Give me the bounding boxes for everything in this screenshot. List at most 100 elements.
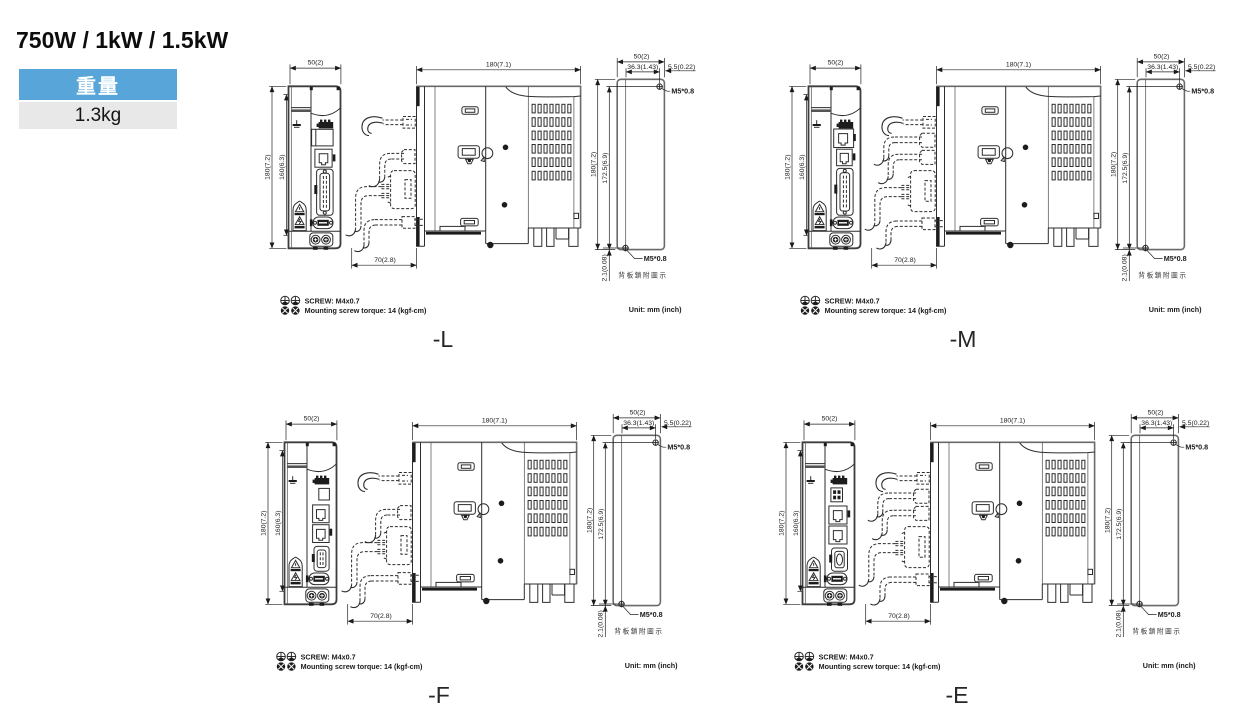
diagram-group-m: 50(2) 180(7.2) 160(6.3) [782, 40, 1242, 360]
front-view: 50(2) 180(7.2) 160(6.3) [265, 60, 342, 250]
vent-slot [1063, 130, 1068, 141]
vent-grid [1051, 103, 1092, 181]
dimension-drawing: 50(2) 180(7.2) 160(6.3) [261, 409, 692, 708]
cable [350, 572, 421, 609]
rear-height-inner-dim: 172.5(6.9) [598, 509, 605, 540]
side-clearance-dim: 70(2.8) [374, 257, 396, 264]
vent-slot [545, 526, 550, 537]
rear-view: 50(2) 36.3(1.43) 5.5(0.22) M5*0.8 180(7.… [590, 53, 696, 282]
rear-edge-offset-dim: 5.5(0.22) [664, 420, 691, 427]
screw-hole-top [1176, 83, 1183, 90]
vent-slot [1045, 513, 1050, 524]
front-height-dim: 180(7.2) [779, 511, 786, 536]
front-height-inner-dim: 160(6.3) [279, 155, 286, 180]
vent-slot [1069, 157, 1074, 168]
cable-set-5 [858, 472, 939, 606]
mounting-tab [975, 462, 993, 471]
screw-note: SCREW: M4x0.7 Mounting screw torque: 14 … [276, 651, 423, 671]
vent-slot [1075, 486, 1080, 497]
diagram-group-l: 50(2) 180(7.2) 160(6.3) [262, 40, 742, 360]
vent-slot [539, 459, 544, 470]
vent-slot [1057, 117, 1062, 127]
dimension-drawing: 50(2) 180(7.2) 160(6.3) [785, 53, 1216, 352]
ground-symbol [812, 120, 821, 128]
vent-slot [1051, 157, 1056, 168]
vent-slot [561, 130, 566, 141]
rear-plate-note: 背板鎖附圖示 [1132, 626, 1181, 635]
vent-slot [1051, 117, 1056, 127]
front-parts-E [828, 487, 851, 572]
side-dimensions: 180(7.1) 70(2.8) [347, 417, 577, 625]
screw-torque-icon [280, 306, 300, 315]
vent-slot [1051, 500, 1056, 510]
cable-set-5 [864, 116, 945, 250]
screw-hole-bottom [1142, 244, 1149, 252]
vent-slot [1075, 526, 1080, 537]
foot-notches [1053, 228, 1099, 247]
vent-slot [557, 486, 562, 497]
rear-plate-note: 背板鎖附圖示 [1138, 270, 1187, 279]
cable [357, 472, 412, 493]
vent-slot [567, 157, 572, 168]
vent-slot [555, 157, 560, 168]
cable [877, 149, 936, 185]
ground-symbol [288, 476, 297, 484]
screw-note-line1: SCREW: M4x0.7 [825, 296, 880, 305]
cable [881, 116, 936, 137]
front-width-dim: 50(2) [822, 416, 838, 423]
vent-slot [1087, 130, 1092, 141]
cable-set-4 [345, 116, 425, 253]
vent-slot [1069, 103, 1074, 114]
vent-slot [1063, 486, 1068, 497]
rear-plate-note: 背板鎖附圖示 [614, 626, 663, 635]
vent-slot [1081, 157, 1086, 168]
wire-strands [377, 539, 386, 555]
vent-slot [1075, 170, 1080, 181]
screw-hole-top [656, 83, 663, 90]
vent-slot [555, 130, 560, 141]
rj45-port [312, 504, 330, 524]
warning-label [812, 200, 827, 232]
vent-slot [567, 117, 572, 127]
front-dimensions: 50(2) 180(7.2) 160(6.3) [779, 416, 856, 605]
mounting-tab [456, 573, 475, 583]
cn1-connector [314, 168, 334, 216]
io-connector [830, 475, 848, 485]
vent-slot [545, 513, 550, 524]
power-terminals [823, 588, 848, 606]
vent-slot [539, 486, 544, 497]
rear-height-dim: 180(7.2) [1104, 508, 1111, 533]
vent-slot [1081, 459, 1086, 470]
vent-slot [557, 473, 562, 483]
mounting-tab [981, 106, 999, 115]
rear-screw-bottom-label: M5*0.8 [640, 610, 663, 619]
mounting-tab [977, 145, 1000, 165]
keyhole [480, 147, 494, 163]
vent-slot [561, 157, 566, 168]
unit-note: Unit: mm (inch) [625, 661, 678, 670]
screw-hole-top [652, 439, 659, 446]
rear-hole-span-dim: 36.3(1.43) [623, 420, 654, 427]
vent-slot [549, 157, 554, 168]
mounting-tab [457, 462, 475, 471]
front-height-dim: 180(7.2) [785, 155, 792, 180]
vent-slot [563, 500, 568, 510]
mounting-tab [457, 145, 480, 165]
vent-slot [1057, 103, 1062, 114]
screw-torque-icon [276, 662, 296, 671]
rear-view: 50(2) 36.3(1.43) 5.5(0.22) M5*0.8 180(7.… [586, 409, 692, 638]
vent-slot [551, 473, 556, 483]
front-height-inner-dim: 160(6.3) [793, 511, 800, 536]
vent-slot [1075, 103, 1080, 114]
rear-bottom-offset-dim: 2.1(0.08) [1121, 254, 1128, 281]
screw-note-line2: Mounting screw torque: 14 (kgf-cm) [825, 306, 947, 315]
cable [876, 217, 945, 250]
side-dimensions: 180(7.1) 70(2.8) [865, 417, 1095, 625]
screw-head-icon [794, 651, 815, 662]
vent-slot [561, 170, 566, 181]
front-dimensions: 50(2) 180(7.2) 160(6.3) [785, 60, 862, 249]
vent-slot [1081, 513, 1086, 524]
vent-slot [1051, 130, 1056, 141]
vent-slot [1051, 459, 1056, 470]
